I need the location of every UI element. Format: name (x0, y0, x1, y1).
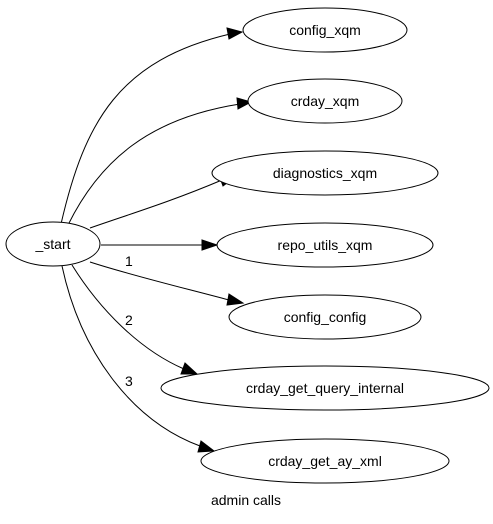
node-label-config-xqm: config_xqm (289, 22, 361, 38)
arrow-head-config-xqm (226, 27, 244, 40)
node-label-config-config: config_config (284, 309, 367, 325)
arrow-head-config-config (226, 293, 245, 306)
node-repo-utils-xqm[interactable]: repo_utils_xqm (216, 222, 434, 268)
edge-start-to-config-config (89, 261, 230, 301)
edge-start-to-diagnostics-xqm (89, 179, 223, 229)
node-crday-xqm[interactable]: crday_xqm (247, 78, 403, 124)
arrow-head-crday-xqm (236, 97, 253, 110)
node-crday-get-ay-xml[interactable]: crday_get_ay_xml (200, 438, 450, 484)
edge-start-to-crday-get-query-internal (71, 264, 185, 370)
edge-start-to-crday-get-ay-xml (61, 265, 201, 447)
graph-caption: admin calls (211, 492, 281, 508)
node-label-crday-get-ay-xml: crday_get_ay_xml (268, 453, 382, 469)
edge-start-to-crday-xqm (67, 103, 241, 226)
edges (60, 27, 253, 453)
node-crday-get-query-internal[interactable]: crday_get_query_internal (160, 365, 490, 411)
node-config-xqm[interactable]: config_xqm (242, 7, 408, 53)
node-config-config[interactable]: config_config (228, 294, 422, 340)
arrow-head-repo-utils-xqm (201, 239, 219, 251)
edge-start-to-config-xqm (60, 33, 231, 225)
node-start[interactable]: _start (5, 221, 101, 267)
arrow-head-crday-get-query-internal (180, 362, 199, 375)
edge-label-config-config: 1 (125, 253, 133, 269)
node-diagnostics-xqm[interactable]: diagnostics_xqm (211, 150, 439, 196)
node-label-repo-utils-xqm: repo_utils_xqm (278, 237, 373, 253)
arrow-head-crday-get-ay-xml (197, 440, 216, 453)
node-label-crday-xqm: crday_xqm (291, 93, 359, 109)
node-label-start: _start (34, 236, 70, 252)
node-label-crday-get-query-internal: crday_get_query_internal (246, 380, 404, 396)
nodes: _start config_xqm crday_xqm diagnostics_… (5, 7, 490, 484)
edge-label-crday-get-query-internal: 2 (125, 312, 133, 328)
node-label-diagnostics-xqm: diagnostics_xqm (273, 165, 377, 181)
edge-label-crday-get-ay-xml: 3 (125, 373, 133, 389)
edge-labels: 1 2 3 (125, 253, 133, 389)
